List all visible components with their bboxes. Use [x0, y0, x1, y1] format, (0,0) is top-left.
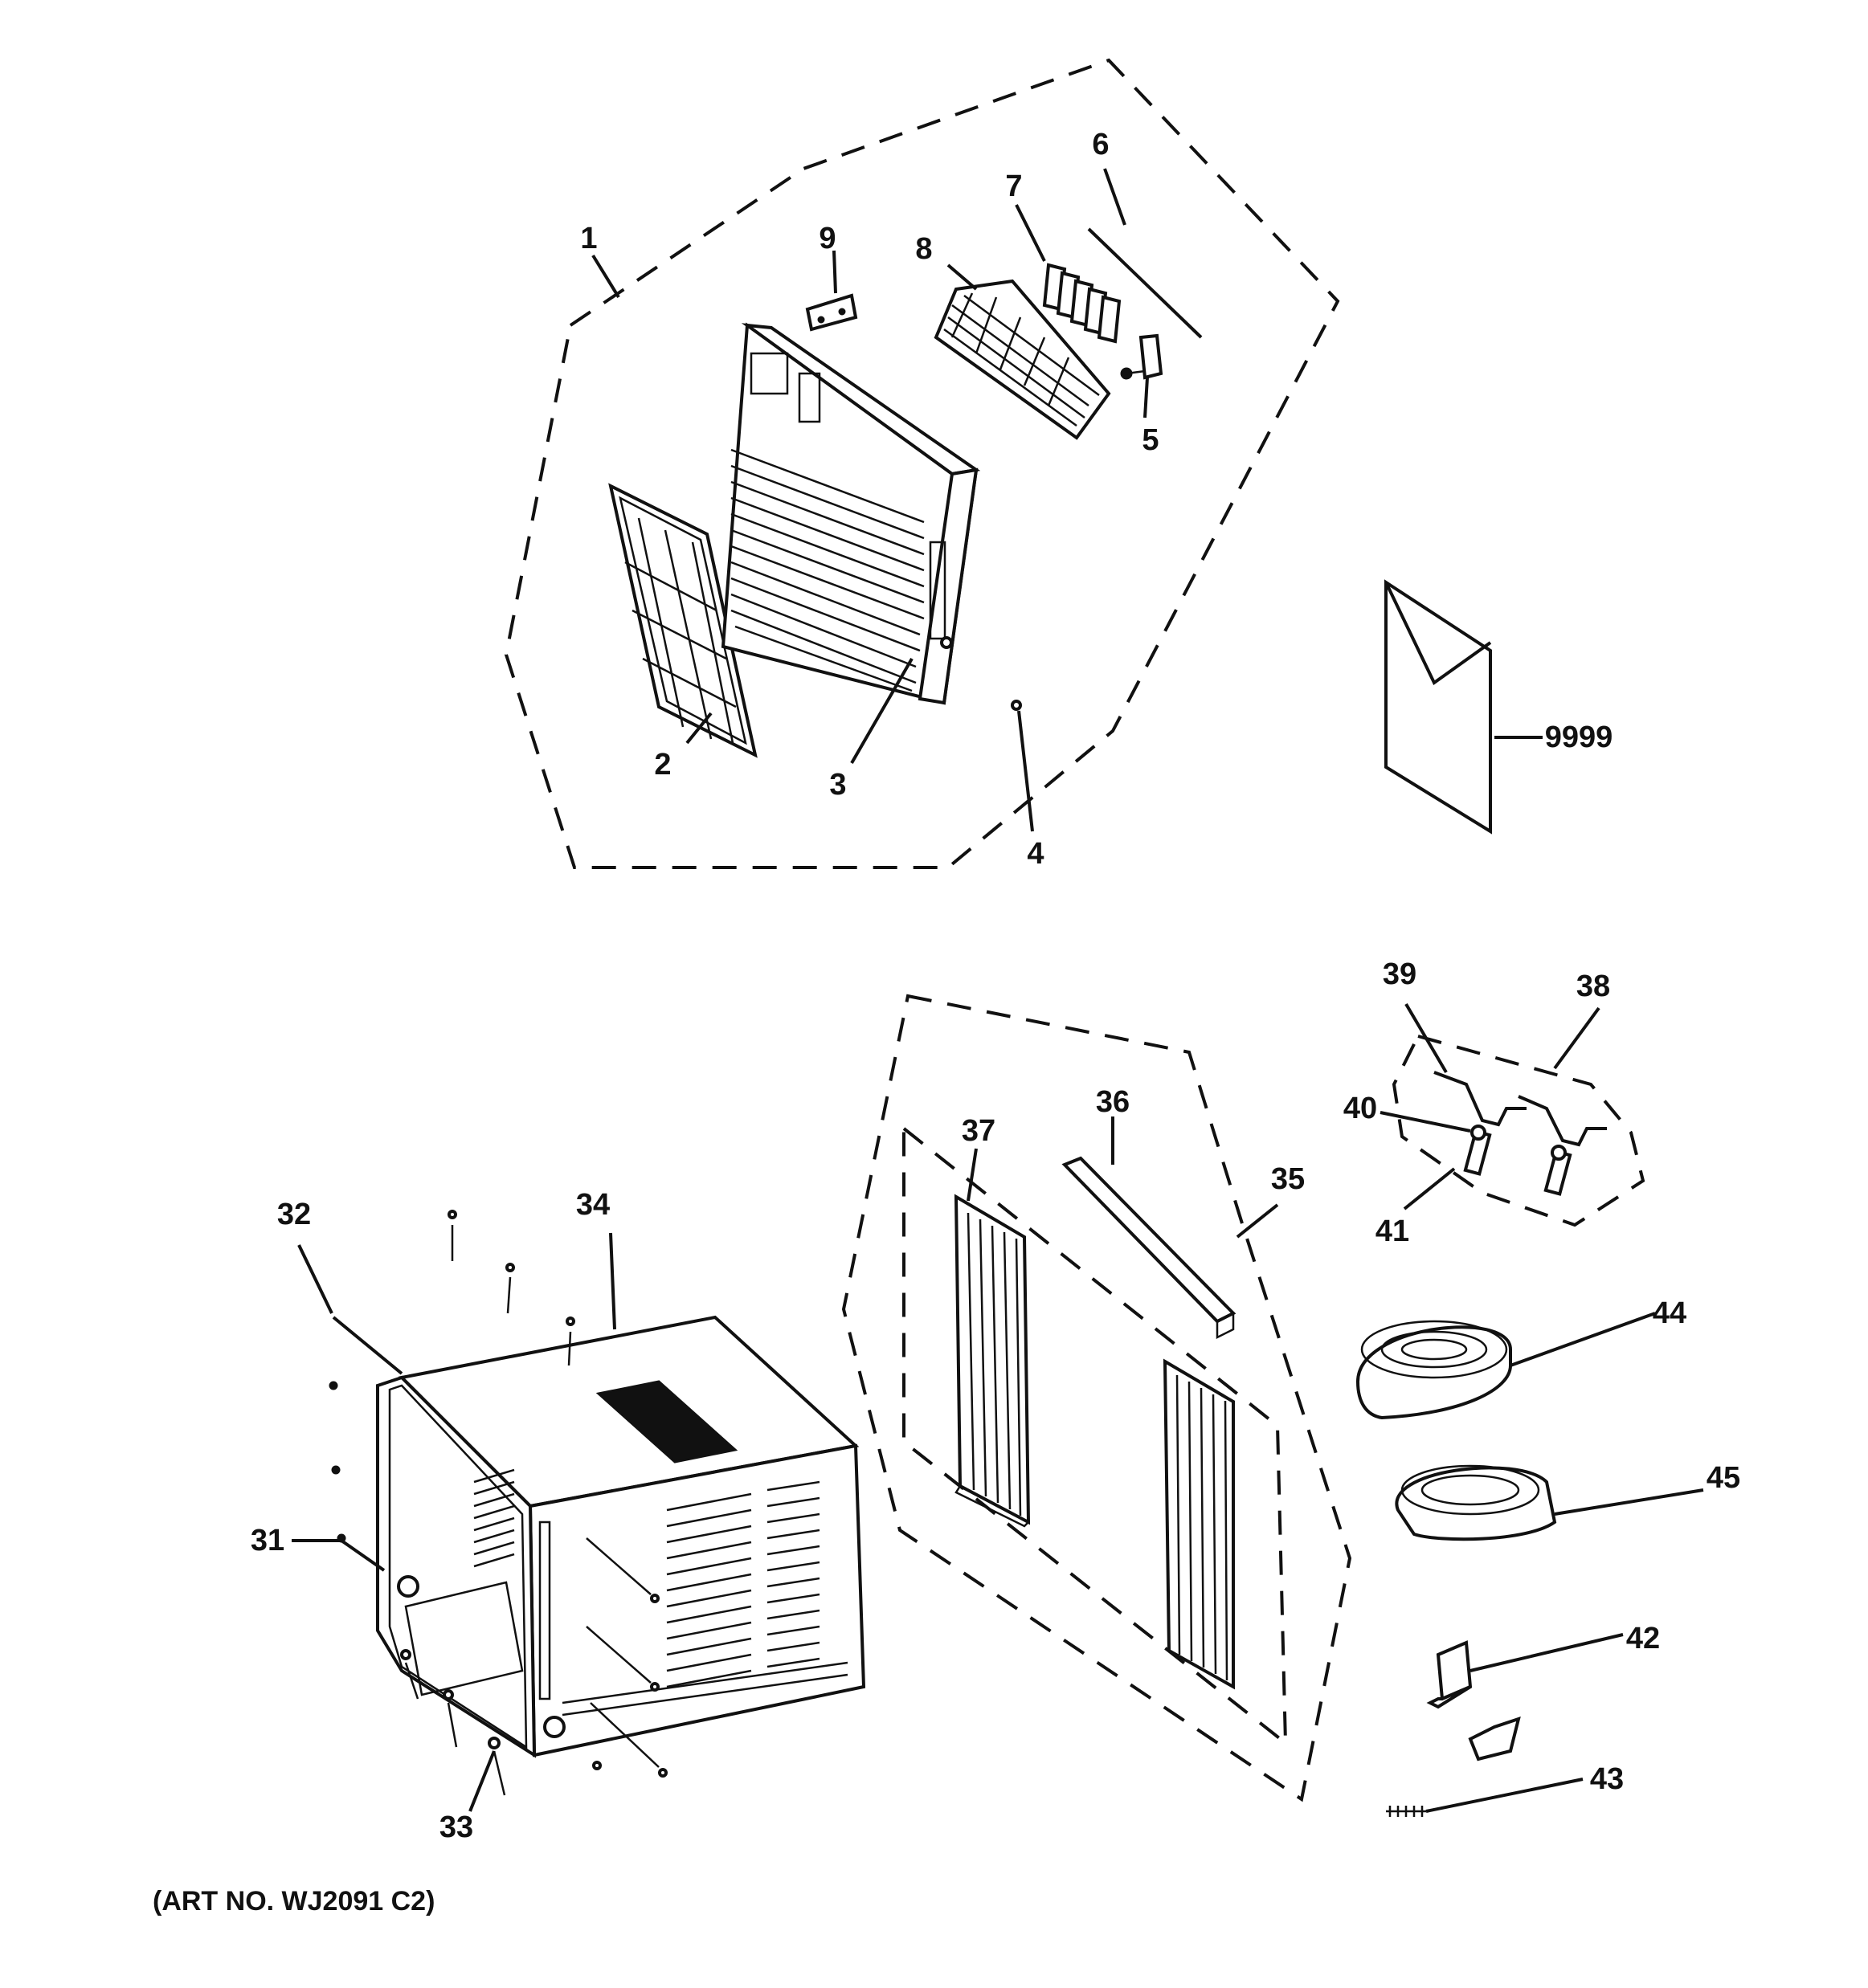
rod-part — [1087, 227, 1203, 339]
callout-9999: 9999 — [1544, 720, 1613, 754]
callout-36: 36 — [1095, 1085, 1130, 1119]
foam-gasket-45-part — [1395, 1464, 1704, 1541]
callout-5: 5 — [1142, 423, 1159, 457]
callout-35: 35 — [1270, 1162, 1306, 1196]
top-rail-part — [1061, 1156, 1236, 1340]
screw-part — [1011, 700, 1022, 711]
callout-8: 8 — [915, 232, 933, 266]
callout-32: 32 — [276, 1198, 312, 1231]
callout-6: 6 — [1092, 128, 1110, 161]
callout-42: 42 — [1625, 1622, 1661, 1655]
cabinet-part — [329, 1315, 866, 1758]
air-filter-part — [608, 483, 758, 758]
callout-1: 1 — [580, 222, 598, 255]
callout-43: 43 — [1589, 1762, 1625, 1796]
right-curtain-panel-part — [1163, 1358, 1235, 1690]
clip-part — [1120, 333, 1163, 380]
callout-38: 38 — [1576, 970, 1611, 1003]
left-curtain-panel-part — [954, 1194, 1031, 1528]
screw-strip-part — [1386, 1778, 1584, 1817]
side-panel-sub-group-boundary — [902, 1125, 1288, 1747]
cabinet-top-vent — [595, 1380, 738, 1463]
callout-45: 45 — [1706, 1461, 1741, 1495]
corner-brackets-part — [1426, 1633, 1624, 1761]
leader-lines-cabinet — [292, 1232, 616, 1812]
callout-4: 4 — [1027, 837, 1044, 871]
callout-33: 33 — [439, 1810, 474, 1844]
callout-7: 7 — [1005, 169, 1023, 203]
leader-lines-mounting-kit — [1380, 1002, 1600, 1210]
foam-gasket-44-part — [1355, 1312, 1656, 1420]
callout-40: 40 — [1343, 1092, 1378, 1125]
front-panel-part — [721, 322, 981, 705]
mounting-kit-group-boundary — [1392, 1034, 1645, 1227]
side-panel-group-boundary — [841, 994, 1352, 1802]
leader-lines-upper — [591, 168, 1149, 832]
bracket-part — [805, 293, 858, 332]
vane-blades-part — [1042, 263, 1122, 344]
front-assembly-group-boundary — [504, 58, 1340, 869]
callout-39: 39 — [1382, 957, 1417, 991]
mounting-brackets-part — [1433, 1071, 1607, 1196]
callout-31: 31 — [250, 1524, 285, 1557]
cabinet-screws — [400, 1210, 668, 1796]
leader-lines-side-group — [967, 1116, 1279, 1239]
callout-41: 41 — [1375, 1214, 1410, 1248]
callout-2: 2 — [654, 748, 672, 782]
callout-37: 37 — [961, 1114, 996, 1148]
callout-3: 3 — [829, 768, 847, 802]
art-number-footer: (ART NO. WJ2091 C2) — [153, 1886, 435, 1917]
louver-frame-part — [934, 279, 1111, 440]
callout-34: 34 — [575, 1188, 611, 1222]
callout-44: 44 — [1652, 1296, 1687, 1330]
literature-envelope-part — [1384, 579, 1543, 835]
callout-9: 9 — [819, 222, 836, 255]
